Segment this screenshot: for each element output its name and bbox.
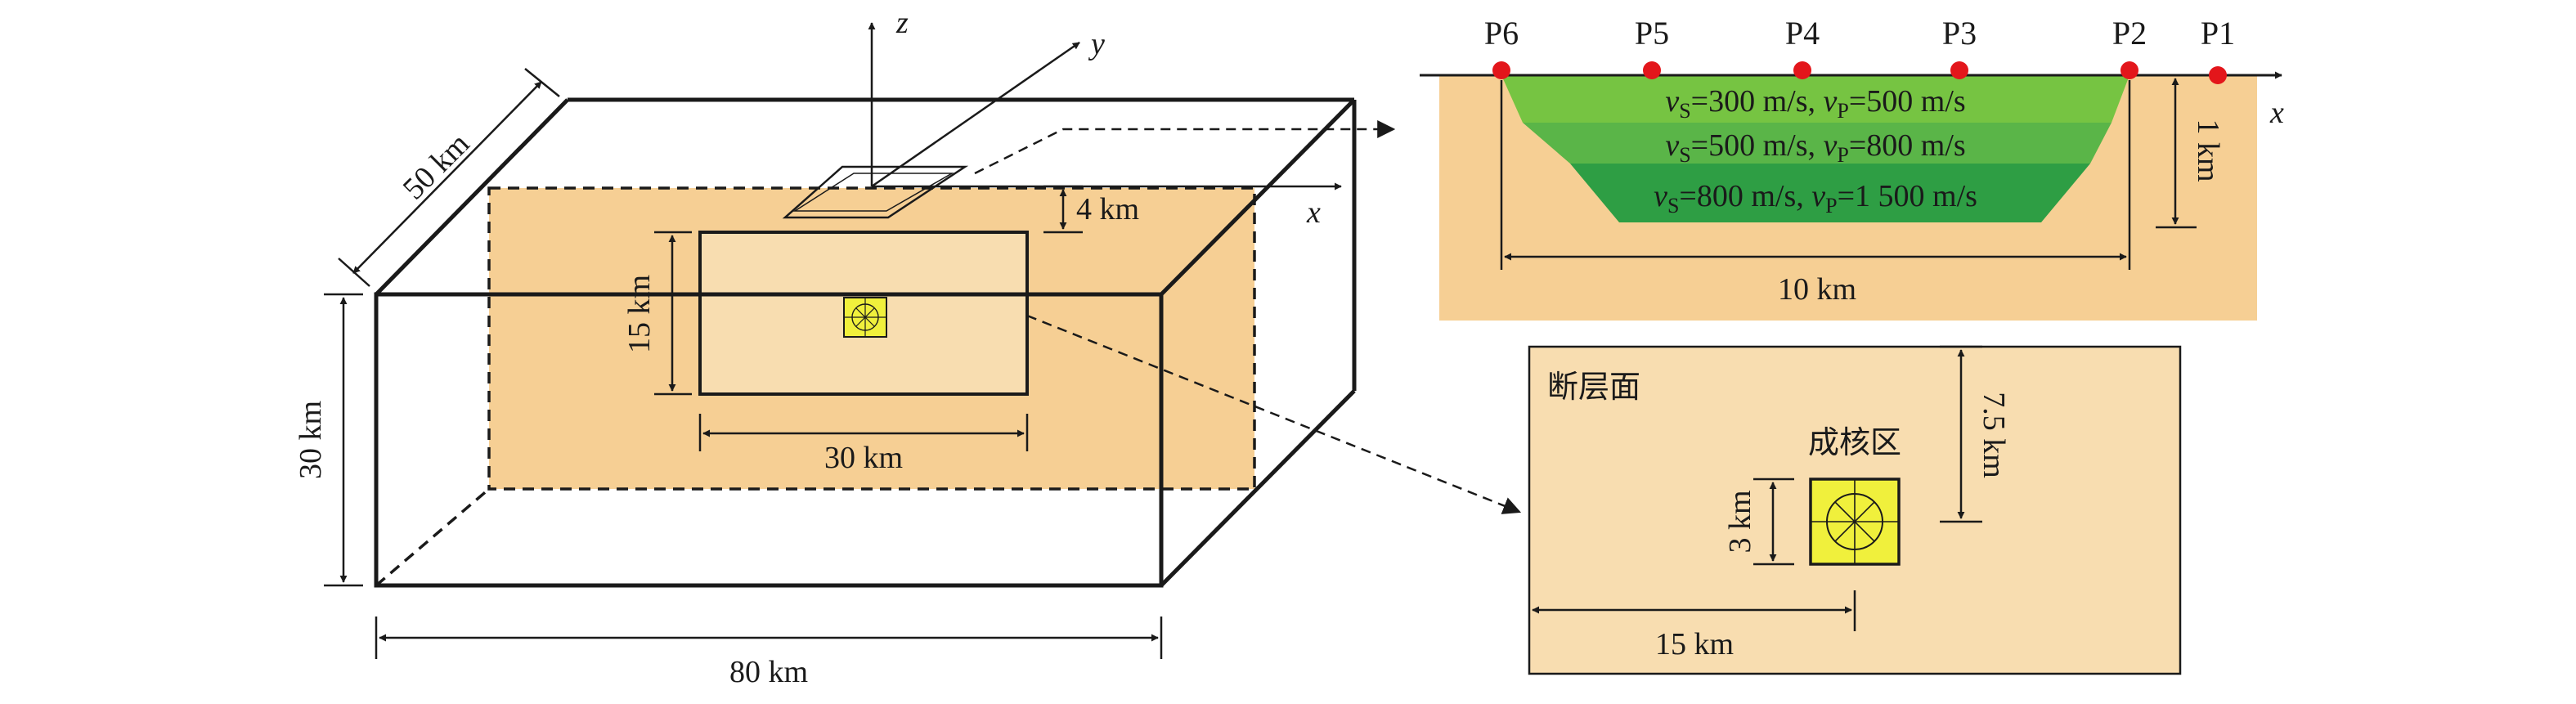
box-front-face <box>374 292 1164 588</box>
station-p1-label: P1 <box>2201 15 2235 52</box>
station-p6: P6 <box>1484 15 1519 79</box>
dim-50km-tick-top <box>524 68 560 97</box>
box-hidden-edge <box>375 487 491 587</box>
nucleation-zone-icon <box>1809 478 1901 566</box>
layer-3-vs-sub: S <box>1667 194 1679 217</box>
nucleation-offset-label: 15 km <box>1655 627 1734 661</box>
station-p4-label: P4 <box>1785 15 1820 52</box>
dim-30km-height-label: 30 km <box>294 401 328 479</box>
station-p2: P2 <box>2112 15 2147 79</box>
z-axis-label: z <box>895 6 909 40</box>
station-p4: P4 <box>1785 15 1820 79</box>
dim-30km-length-label: 30 km <box>824 441 903 475</box>
nucleation-depth-label: 7.5 km <box>1977 392 2011 478</box>
box-bottom-right-edge <box>1160 389 1356 587</box>
hypocentre-icon <box>843 297 887 338</box>
dim-80km-label: 80 km <box>729 655 808 689</box>
layer-3-vp-symbol: v <box>1811 179 1825 213</box>
layer-2-vp-symbol: v <box>1824 128 1838 163</box>
dim-15km-label: 15 km <box>622 275 657 353</box>
layer-2-vp-sub: P <box>1837 143 1848 167</box>
station-p1: P1 <box>2201 15 2235 84</box>
layer-2-label: vS=500 m/s, vP=800 m/s <box>1665 128 1965 167</box>
station-p3: P3 <box>1942 15 1977 79</box>
layer-1-vs-sub: S <box>1679 99 1690 123</box>
layer-2-vs-symbol: v <box>1665 128 1679 163</box>
layer-1-vs-symbol: v <box>1665 84 1679 119</box>
layer-1-vs-value: =300 m/s, <box>1691 84 1824 119</box>
y-axis <box>871 41 1080 188</box>
dim-50km-line <box>352 81 542 274</box>
box-top-right-edge <box>1160 98 1356 296</box>
leader-to-basin <box>974 120 1396 175</box>
station-p5-label: P5 <box>1635 15 1669 52</box>
fault-plane-title: 断层面 <box>1547 369 1640 405</box>
basin-thumbnail-inner <box>792 173 954 212</box>
basin-layer-3 <box>1570 164 2090 222</box>
leader-to-fault-plane <box>1026 314 1522 514</box>
model-box-panel: z y x 50 km 30 km 80 km 15 km <box>294 6 1522 689</box>
station-p6-dot <box>1492 61 1510 79</box>
station-p1-dot <box>2209 66 2227 84</box>
layer-1-label: vS=300 m/s, vP=500 m/s <box>1665 84 1965 123</box>
layer-3-vp-sub: P <box>1825 194 1837 217</box>
basin-width-label: 10 km <box>1778 272 1856 307</box>
station-p3-label: P3 <box>1942 15 1977 52</box>
layer-3-vs-symbol: v <box>1654 179 1667 213</box>
layer-3-vp-value: =1 500 m/s <box>1838 179 1977 213</box>
dim-50km-label: 50 km <box>397 127 477 207</box>
basin-depth-label: 1 km <box>2191 119 2225 182</box>
station-p2-label: P2 <box>2112 15 2147 52</box>
layer-1-vp-value: =500 m/s <box>1849 84 1966 119</box>
layer-3-label: vS=800 m/s, vP=1 500 m/s <box>1654 179 1977 217</box>
basin-axis-x-label: x <box>2269 96 2284 130</box>
nucleation-size-label: 3 km <box>1723 490 1757 553</box>
layer-2-vs-value: =500 m/s, <box>1691 128 1824 163</box>
layer-2-vs-sub: S <box>1679 143 1690 167</box>
station-p2-dot <box>2120 61 2138 79</box>
layer-1-vp-symbol: v <box>1824 84 1838 119</box>
fault-plane-panel: 断层面 成核区 3 km 7.5 km 15 km <box>1528 345 2182 675</box>
basin-layer-2 <box>1523 123 2112 164</box>
station-p3-dot <box>1950 61 1968 79</box>
station-p5: P5 <box>1635 15 1669 79</box>
basin-panel: x vS=300 m/s, vP=500 m/s vS=500 m/s, vP=… <box>1420 15 2284 321</box>
station-p5-dot <box>1643 61 1661 79</box>
station-p4-dot <box>1793 61 1811 79</box>
layer-3-vs-value: =800 m/s, <box>1679 179 1811 213</box>
x-axis-label: x <box>1306 195 1321 230</box>
station-p6-label: P6 <box>1484 15 1519 52</box>
nucleation-zone-label: 成核区 <box>1808 424 1901 460</box>
dim-4km-label: 4 km <box>1076 192 1139 226</box>
basin-layer-1 <box>1501 75 2129 123</box>
layer-2-vp-value: =800 m/s <box>1849 128 1966 163</box>
basin-thumbnail <box>782 165 969 219</box>
layer-1-vp-sub: P <box>1837 99 1848 123</box>
y-axis-label: y <box>1088 27 1105 61</box>
